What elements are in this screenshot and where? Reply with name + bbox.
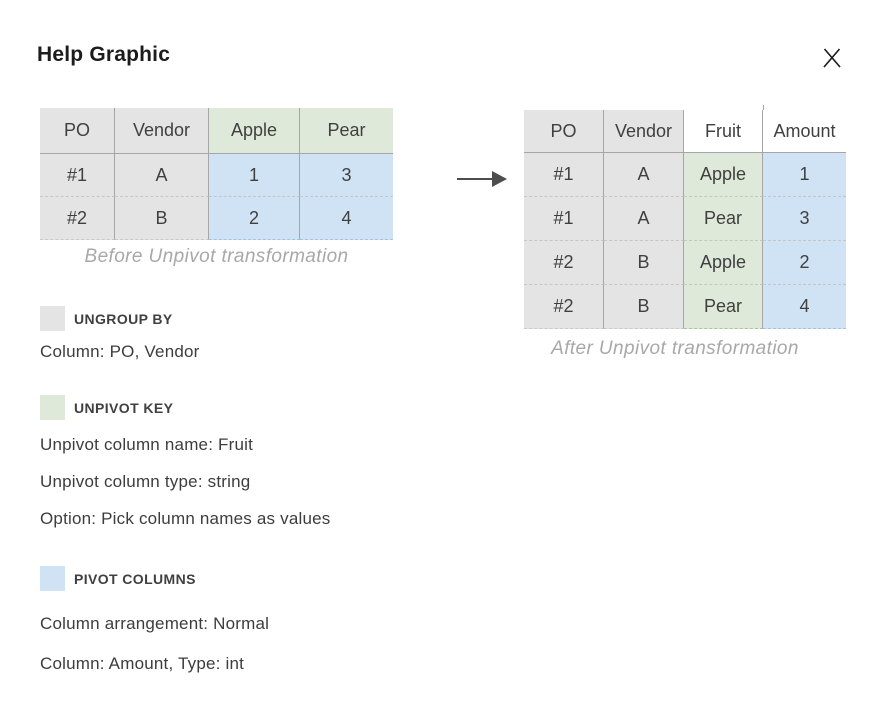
transform-arrow-icon: [457, 171, 507, 187]
table-cell: A: [604, 153, 684, 197]
legend-line: Column: Amount, Type: int: [40, 654, 245, 673]
legend-header-ungroup-by: UNGROUP BY: [40, 306, 510, 331]
table-cell: B: [604, 241, 684, 285]
after-table-caption: After Unpivot transformation: [551, 338, 799, 359]
table-cell: B: [115, 197, 209, 240]
table-cell: 3: [300, 154, 393, 197]
column-header-po: PO: [40, 108, 115, 154]
table-cell: A: [115, 154, 209, 197]
column-header-amount: Amount: [763, 110, 846, 153]
table-cell: #1: [524, 153, 604, 197]
unpivot-key-swatch: [40, 395, 65, 420]
table-cell: 2: [209, 197, 300, 240]
before-table-caption: Before Unpivot transformation: [84, 246, 349, 267]
table-cell: A: [604, 197, 684, 241]
table-cell: #1: [40, 154, 115, 197]
legend-line: Option: Pick column names as values: [40, 509, 331, 528]
column-header-fruit: Fruit: [684, 110, 763, 153]
column-divider-tick: [763, 105, 764, 110]
table-cell: 4: [300, 197, 393, 240]
legend-label-pivot-columns: PIVOT COLUMNS: [74, 570, 196, 587]
legend-label-ungroup-by: UNGROUP BY: [74, 310, 173, 327]
table-cell: #2: [524, 241, 604, 285]
table-cell: #2: [524, 285, 604, 329]
column-header-vendor: Vendor: [115, 108, 209, 154]
table-cell: 4: [763, 285, 846, 329]
table-cell: 1: [209, 154, 300, 197]
legend-header-unpivot-key: UNPIVOT KEY: [40, 395, 510, 420]
ungroup-by-swatch: [40, 306, 65, 331]
legend-line: Column: PO, Vendor: [40, 342, 200, 361]
column-header-pear: Pear: [300, 108, 393, 154]
table-cell: Pear: [684, 197, 763, 241]
table-cell: B: [604, 285, 684, 329]
table-cell: #1: [524, 197, 604, 241]
table-cell: 3: [763, 197, 846, 241]
dialog-title: Help Graphic: [37, 43, 171, 66]
column-header-vendor: Vendor: [604, 110, 684, 153]
legend-label-unpivot-key: UNPIVOT KEY: [74, 399, 174, 416]
close-icon: [823, 48, 841, 68]
table-cell: Apple: [684, 153, 763, 197]
legend-header-pivot-columns: PIVOT COLUMNS: [40, 566, 510, 591]
table-cell: Pear: [684, 285, 763, 329]
table-cell: 2: [763, 241, 846, 285]
pivot-columns-swatch: [40, 566, 65, 591]
legend-section-ungroup-by: UNGROUP BY Column: PO, Vendor: [40, 306, 510, 364]
column-header-po: PO: [524, 110, 604, 153]
legend-line: Column arrangement: Normal: [40, 614, 270, 633]
legend-line: Unpivot column type: string: [40, 472, 251, 491]
legend-line: Unpivot column name: Fruit: [40, 435, 254, 454]
column-header-apple: Apple: [209, 108, 300, 154]
table-cell: #2: [40, 197, 115, 240]
close-button[interactable]: [814, 40, 850, 76]
table-cell: Apple: [684, 241, 763, 285]
table-cell: 1: [763, 153, 846, 197]
